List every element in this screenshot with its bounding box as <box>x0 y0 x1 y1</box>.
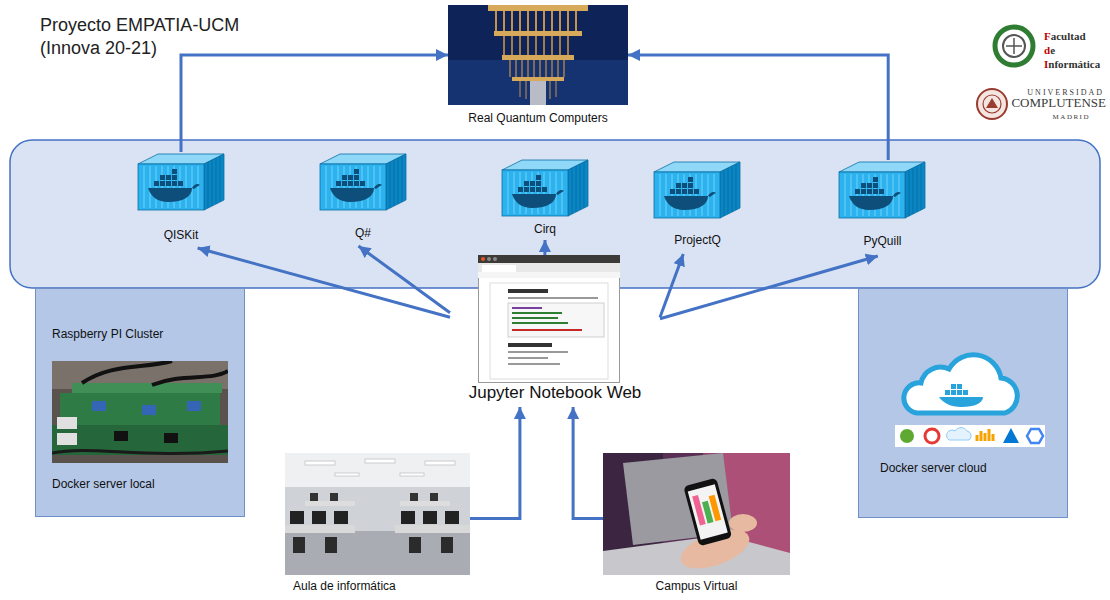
logo-text: Informática <box>1044 58 1100 71</box>
docker-container: PyQuill <box>835 160 930 256</box>
notebook-node: Jupyter Notebook Web <box>450 255 660 407</box>
node-label: Real Quantum Computers <box>448 111 628 125</box>
logo-text: COMPLUTENSE <box>1011 96 1106 111</box>
faculty-logo <box>995 27 1033 65</box>
node-label: ProjectQ <box>650 233 745 247</box>
docker-container-icon <box>652 160 742 220</box>
server-panel: Raspberry PI ClusterDocker server local <box>35 288 245 517</box>
docker-container: QISKit <box>135 152 227 248</box>
docker-container: Q# <box>318 152 408 246</box>
node-label: PyQuill <box>835 234 930 248</box>
quantum-computer-node: Real Quantum Computers <box>448 5 628 130</box>
arrow-connector <box>573 407 603 519</box>
docker-container: ProjectQ <box>650 160 745 254</box>
node-label: Cirq <box>500 222 590 236</box>
logo-text: Facultad <box>1044 30 1086 43</box>
diagram-title: Proyecto EMPATIA-UCM (Innova 20-21) <box>40 14 255 59</box>
arrow-connector <box>359 246 451 313</box>
logo-text: MADRID <box>1053 113 1090 121</box>
logo-text: de <box>1044 44 1055 57</box>
node-label: Q# <box>318 226 408 240</box>
node-label: Jupyter Notebook Web <box>450 383 660 403</box>
docker-container-icon <box>318 152 408 212</box>
node-label: Aula de informática <box>293 579 464 593</box>
university-seal <box>977 89 1007 119</box>
server-panel: Docker server cloud <box>858 288 1068 518</box>
node-sublabel: Docker server local <box>52 477 240 491</box>
container-band <box>10 140 1100 288</box>
docker-container-icon <box>136 152 226 212</box>
photo-node: Aula de informática <box>285 453 470 597</box>
node-label: QISKit <box>135 228 227 242</box>
raspberry-cluster-photo <box>52 361 228 463</box>
cloud-icon <box>877 341 1047 451</box>
arrow-connector <box>470 407 520 519</box>
photo-node: Campus Virtual <box>603 453 790 597</box>
node-label: Raspberry PI Cluster <box>52 327 240 341</box>
laptop-phone-photo <box>603 453 790 575</box>
arrow-connector <box>181 55 448 152</box>
docker-container-icon <box>500 158 590 218</box>
node-label: Campus Virtual <box>603 579 790 593</box>
arrow-connector <box>543 240 546 255</box>
docker-container-icon <box>837 160 927 220</box>
arrow-connector <box>628 55 888 160</box>
arrow-connector <box>660 256 878 319</box>
docker-container: Cirq <box>500 158 590 240</box>
notebook-screenshot <box>478 255 620 383</box>
node-label: Docker server cloud <box>880 461 1063 475</box>
quantum-computer-image <box>448 5 628 105</box>
computer-room-photo <box>285 453 470 575</box>
arrow-connector <box>660 254 683 317</box>
